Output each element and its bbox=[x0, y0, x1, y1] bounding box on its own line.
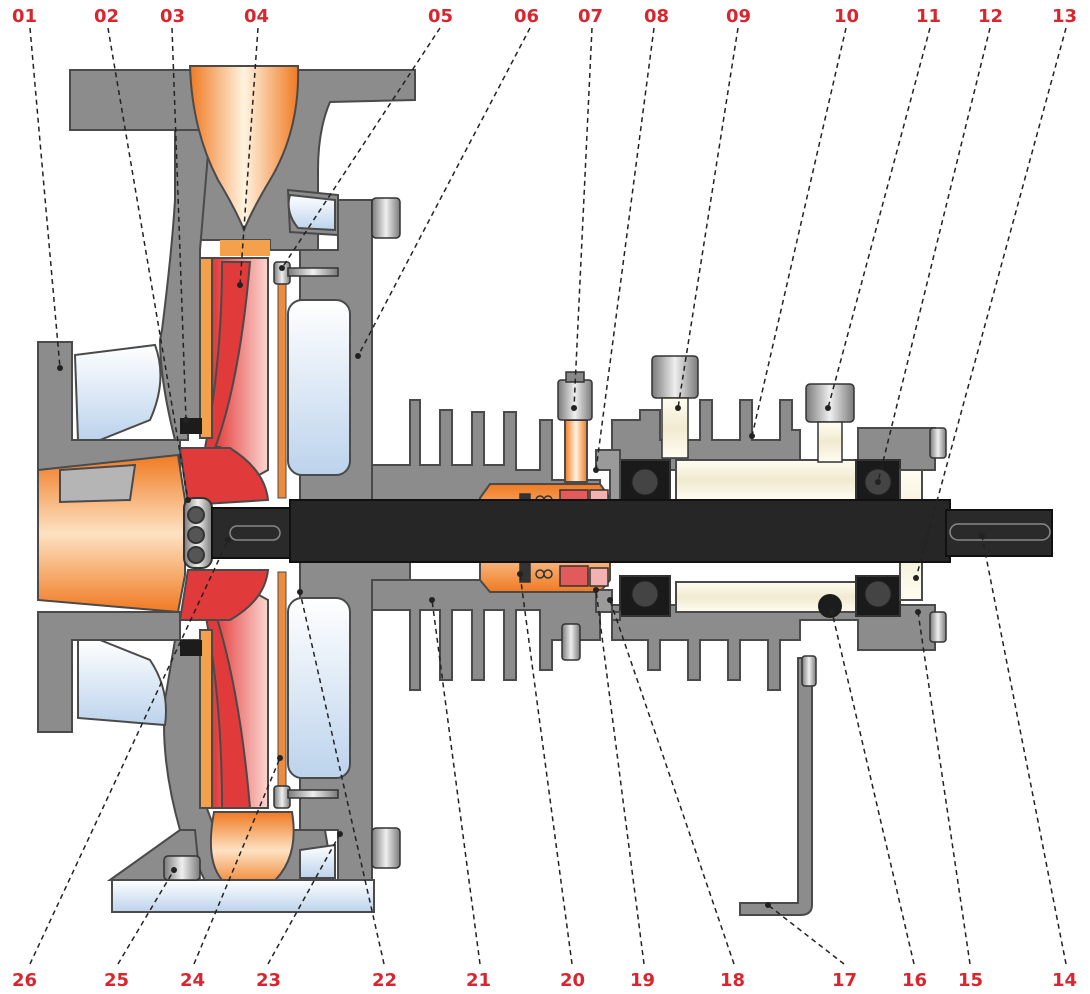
label-08: 08 bbox=[644, 6, 669, 27]
bolts bbox=[163, 197, 947, 881]
label-25: 25 bbox=[104, 970, 129, 991]
leader-lines bbox=[29, 27, 1067, 965]
label-01: 01 bbox=[12, 6, 37, 27]
oil-drain-plug bbox=[818, 594, 842, 618]
foot-cavity bbox=[299, 843, 336, 879]
label-12: 12 bbox=[978, 6, 1003, 27]
cover-cavity-bottom bbox=[287, 597, 351, 779]
cover-cavity-small bbox=[287, 193, 336, 232]
bolt bbox=[371, 827, 401, 869]
top-labels: 01 02 03 04 05 06 07 08 09 10 11 12 13 bbox=[12, 6, 1077, 27]
label-14: 14 bbox=[1052, 970, 1077, 991]
label-07: 07 bbox=[578, 6, 603, 27]
bearing-sleeve-top bbox=[675, 459, 857, 501]
bolt bbox=[929, 611, 947, 643]
bearing-ball bbox=[631, 580, 659, 608]
inlet-cavity-top bbox=[73, 343, 162, 441]
label-06: 06 bbox=[514, 6, 539, 27]
wear-ring-bottom bbox=[180, 640, 202, 656]
impeller bbox=[178, 257, 270, 809]
label-18: 18 bbox=[720, 970, 745, 991]
label-26: 26 bbox=[12, 970, 37, 991]
gasket-top bbox=[277, 267, 287, 499]
label-15: 15 bbox=[958, 970, 983, 991]
label-17: 17 bbox=[832, 970, 857, 991]
bottom-labels: 26 25 24 23 22 21 20 19 18 17 16 15 14 bbox=[12, 970, 1077, 991]
breather-cup bbox=[805, 383, 855, 463]
label-21: 21 bbox=[466, 970, 491, 991]
bolt bbox=[163, 855, 201, 881]
bearing-ball bbox=[631, 468, 659, 496]
label-16: 16 bbox=[902, 970, 927, 991]
support-foot bbox=[739, 657, 813, 916]
label-24: 24 bbox=[180, 970, 205, 991]
shaft bbox=[211, 499, 1053, 563]
bolt bbox=[801, 655, 817, 687]
label-23: 23 bbox=[256, 970, 281, 991]
bolt bbox=[561, 623, 581, 661]
label-20: 20 bbox=[560, 970, 585, 991]
gasket-bottom bbox=[277, 571, 287, 803]
cover-cavity-top bbox=[287, 299, 351, 476]
label-11: 11 bbox=[916, 6, 941, 27]
volute-top-ring bbox=[220, 240, 270, 256]
label-09: 09 bbox=[726, 6, 751, 27]
bolt bbox=[929, 427, 947, 459]
label-22: 22 bbox=[372, 970, 397, 991]
label-19: 19 bbox=[630, 970, 655, 991]
label-02: 02 bbox=[94, 6, 119, 27]
inlet-vane-top bbox=[59, 463, 137, 504]
inlet-cavity-bottom bbox=[77, 639, 167, 727]
label-05: 05 bbox=[428, 6, 453, 27]
bearing-ball bbox=[864, 580, 892, 608]
flush-pipe bbox=[564, 419, 588, 483]
label-03: 03 bbox=[160, 6, 185, 27]
label-10: 10 bbox=[834, 6, 859, 27]
bolt bbox=[371, 197, 401, 239]
label-13: 13 bbox=[1052, 6, 1077, 27]
impeller-nut bbox=[183, 497, 213, 569]
label-04: 04 bbox=[244, 6, 269, 27]
bearing-bracket bbox=[371, 399, 936, 691]
base-plate bbox=[111, 879, 375, 913]
